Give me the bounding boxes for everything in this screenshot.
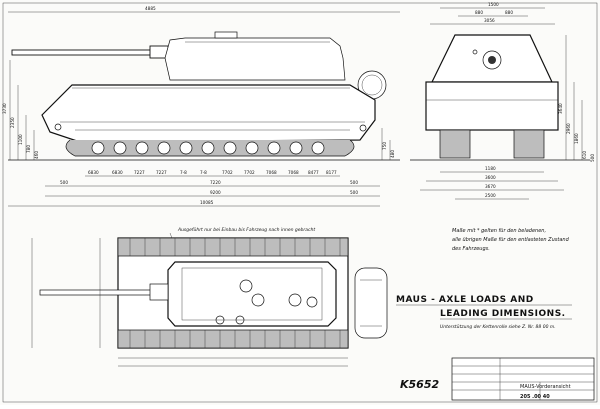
hatch-1 (239, 279, 253, 293)
dim-track-width: 2500 (485, 193, 496, 198)
sheet-number: K5652 (400, 378, 439, 391)
title-block-number: 205 .00 40 (520, 394, 550, 400)
axle-title: MAUS - AXLE LOADS AND LEADING DIMENSIONS… (396, 295, 572, 330)
hull (41, 84, 376, 143)
spacing-1: 6830 (112, 170, 123, 175)
dim-front-left: 500 (60, 180, 68, 185)
axle-title-line-2: LEADING DIMENSIONS. (440, 309, 566, 319)
hatch-4 (306, 296, 318, 308)
spacing-2: 7227 (134, 170, 145, 175)
dim-height-2: 1100 (18, 134, 23, 145)
road-wheels (91, 141, 325, 155)
plan-view: Ausgeführt nur bei Einbau bis Fahrzeug n… (31, 227, 388, 367)
front-height-3: 610 (582, 151, 587, 159)
wheel-spacing-labels: 6830 6830 7227 7227 7-8 7-8 7702 7702 70… (88, 170, 337, 175)
side-view: 4885 (2, 6, 400, 207)
dim-turret-top: 1500 (488, 2, 499, 7)
hatch-2 (251, 293, 265, 307)
front-height-2: 1860 (574, 133, 579, 144)
dim-rear-height-0: 750 (382, 142, 387, 150)
dim-gun-length: 4885 (145, 6, 156, 11)
turret-plan (167, 261, 337, 327)
plan-label: Ausgeführt nur bei Einbau bis Fahrzeug n… (177, 227, 315, 233)
dim-hull-length: 9200 (210, 190, 221, 195)
spacing-0: 6830 (88, 170, 99, 175)
gun-barrel (11, 49, 158, 56)
note-line-3: des Fahrzeugs. (452, 246, 490, 252)
note-line-1: Maße mit * gelten für den beladenen, (452, 228, 546, 234)
track-plan-top (117, 237, 349, 257)
spacing-4: 7-8 (180, 170, 187, 175)
spacing-9: 7068 (288, 170, 299, 175)
rear-drum-plan (354, 267, 388, 339)
spacing-10: 8477 (308, 170, 319, 175)
track-front-right (513, 129, 545, 159)
small-note: Unterstützung der Kettenrolle siehe Z. N… (440, 324, 556, 330)
notes-block: Maße mit * gelten für den beladenen, all… (452, 228, 570, 252)
dim-height-1: 2350 (10, 117, 15, 128)
dim-track-length: 7220 (210, 180, 221, 185)
front-height-4: 500 (590, 154, 595, 162)
track-plan-bottom (117, 329, 349, 349)
dim-bottom-gap: 1180 (485, 166, 496, 171)
spacing-7: 7702 (244, 170, 255, 175)
track-front-left (439, 129, 471, 159)
spacing-6: 7702 (222, 170, 233, 175)
dim-track-outer: 3670 (485, 184, 496, 189)
hatch-3 (288, 293, 302, 307)
front-height-0: 3640 (558, 103, 563, 114)
dim-upper-right: 880 (505, 10, 513, 15)
dim-height-3: 780 (26, 145, 31, 153)
axle-title-line-1: MAUS - AXLE LOADS AND (396, 295, 534, 305)
front-height-1: 2960 (566, 123, 571, 134)
dim-height-4: 460 (34, 151, 39, 159)
cupola (214, 31, 238, 39)
hull-front (425, 81, 559, 131)
dim-rear: 500 (350, 190, 358, 195)
dim-front-right: 500 (350, 180, 358, 185)
spacing-8: 7068 (266, 170, 277, 175)
dim-hull-width: 3600 (485, 175, 496, 180)
sheet-border (2, 2, 598, 403)
gun-plan (39, 289, 169, 296)
front-view: 1500 880 880 3056 3640 2960 1860 610 500… (410, 2, 595, 200)
note-line-2: alle übrigen Maße für den entlasteten Zu… (452, 237, 570, 243)
dim-upper: 880 (475, 10, 483, 15)
spacing-11: 8177 (326, 170, 337, 175)
dim-height-0: 3730 (2, 103, 7, 114)
dim-rear-height-1: 480 (390, 150, 395, 158)
title-block-name: MAUS-Vorderansicht (520, 384, 571, 390)
spacing-5: 7-8 (200, 170, 207, 175)
dim-overall-length: 10085 (200, 200, 214, 205)
dim-turret-width: 3056 (484, 18, 495, 23)
turret (164, 37, 346, 81)
title-block: MAUS-Vorderansicht 205 .00 40 (451, 357, 595, 401)
spacing-3: 7227 (156, 170, 167, 175)
